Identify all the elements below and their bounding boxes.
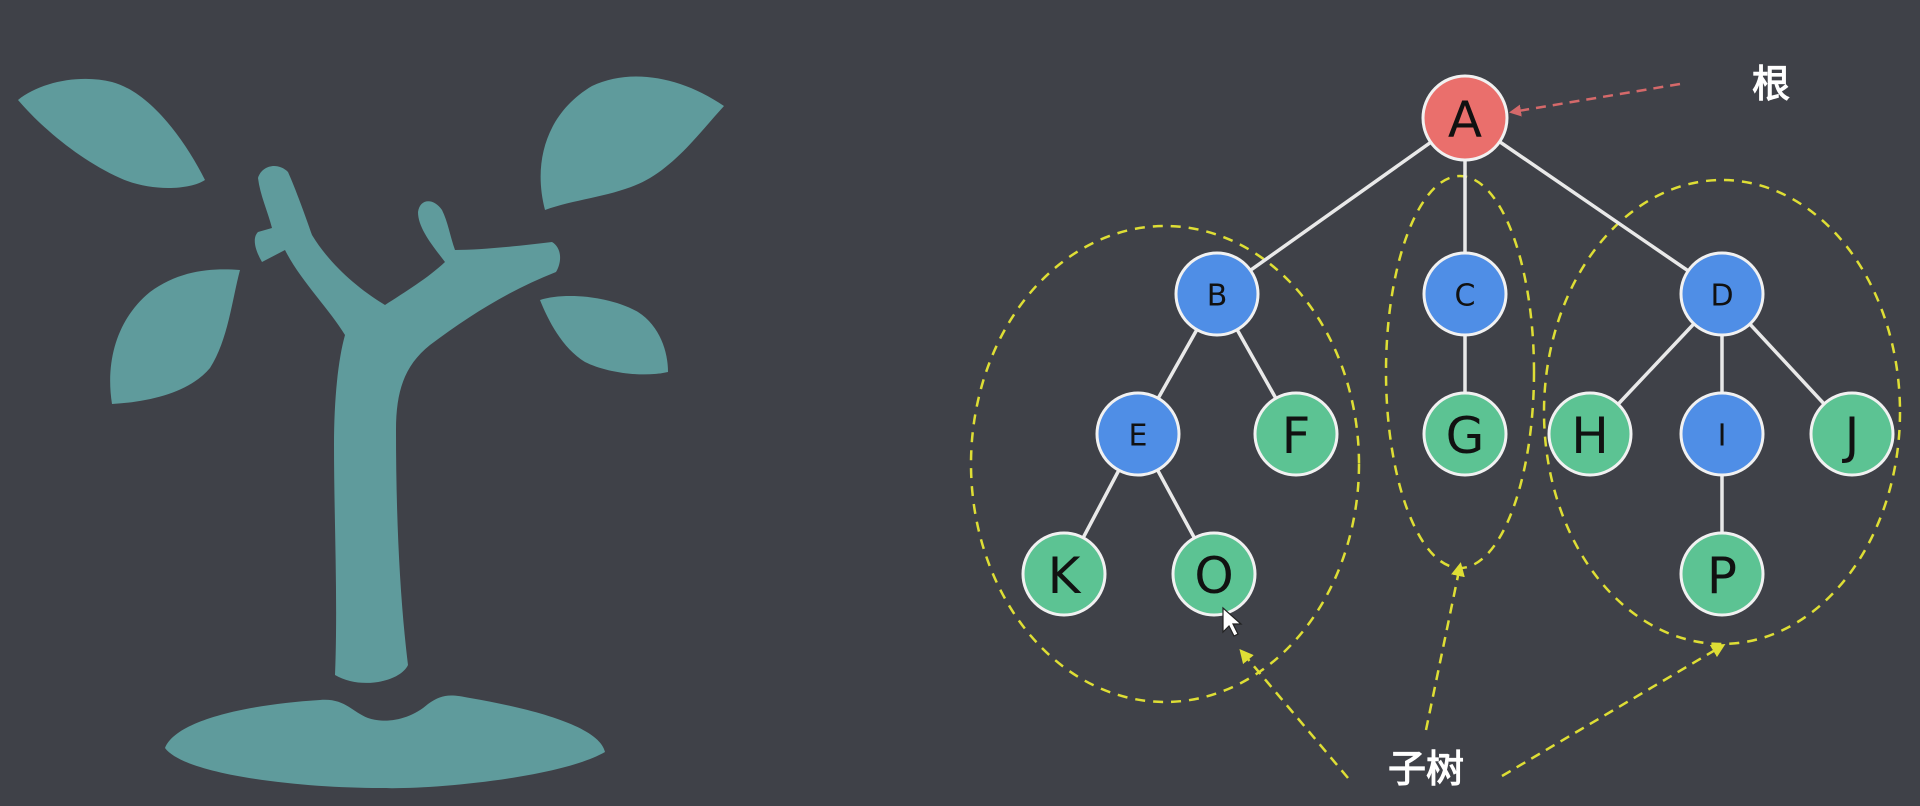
tree-node-e: E: [1095, 391, 1181, 477]
node-label-g: G: [1446, 407, 1485, 465]
subtree-pointer-right: [1501, 643, 1726, 778]
tree-nodes: A B C D E F G H I J K O P: [1021, 74, 1895, 617]
node-label-d: D: [1710, 279, 1733, 314]
root-pointer-arrow: [1509, 82, 1681, 117]
subtree-outline-b: [969, 224, 1361, 704]
node-label-o: O: [1194, 547, 1233, 605]
node-label-p: P: [1707, 547, 1737, 605]
node-label-k: K: [1048, 547, 1082, 605]
node-circle-j: [1809, 391, 1895, 477]
node-circle-o: [1171, 531, 1257, 617]
leaf-top-right: [540, 76, 724, 211]
subtree-annotation: 子树: [1388, 747, 1464, 791]
edge-a-d: [1464, 116, 1723, 296]
tree-node-f: F: [1253, 391, 1339, 477]
plant-sprout-icon: [18, 76, 724, 789]
tree-node-b: B: [1174, 251, 1260, 337]
tree-node-k: K: [1021, 531, 1107, 617]
tree-node-c: C: [1422, 251, 1508, 337]
ground-mound: [165, 695, 605, 789]
node-circle-h: [1547, 391, 1633, 477]
leaf-mid-right: [540, 296, 668, 375]
node-label-j: J: [1842, 407, 1860, 465]
subtree-pointer-middle: [1424, 562, 1465, 731]
node-label-i: I: [1718, 419, 1727, 454]
tree-node-a: A: [1421, 74, 1509, 162]
plant-trunk: [254, 166, 561, 683]
tree-node-h: H: [1547, 391, 1633, 477]
node-label-h: H: [1571, 407, 1609, 465]
tree-node-i: I: [1679, 391, 1765, 477]
node-circle-k: [1021, 531, 1107, 617]
node-label-a: A: [1448, 91, 1482, 149]
tree-node-p: P: [1679, 531, 1765, 617]
subtree-pointer-left: [1239, 648, 1349, 779]
node-label-c: C: [1455, 279, 1476, 314]
node-circle-e: [1095, 391, 1181, 477]
tree-node-j: J: [1809, 391, 1895, 477]
node-circle-c: [1422, 251, 1508, 337]
tree-node-o: O: [1171, 531, 1257, 617]
node-circle-p: [1679, 531, 1765, 617]
tree-edges: [1062, 116, 1854, 575]
node-circle-a: [1421, 74, 1509, 162]
node-circle-d: [1679, 251, 1765, 337]
node-circle-b: [1174, 251, 1260, 337]
subtree-outline-d: [1542, 178, 1902, 646]
node-label-f: F: [1282, 407, 1311, 465]
node-label-b: B: [1207, 279, 1228, 314]
annotations: 根 子树: [1239, 62, 1790, 791]
edge-a-b: [1215, 116, 1467, 296]
node-circle-g: [1422, 391, 1508, 477]
node-circle-f: [1253, 391, 1339, 477]
node-label-e: E: [1129, 419, 1148, 454]
leaf-mid-left: [110, 269, 240, 404]
subtree-outline-c: [1384, 174, 1536, 570]
tree-node-d: D: [1679, 251, 1765, 337]
root-annotation: 根: [1752, 62, 1790, 106]
mouse-cursor-icon: [1222, 606, 1243, 637]
node-circle-i: [1679, 391, 1765, 477]
tree-node-g: G: [1422, 391, 1508, 477]
leaf-top-left: [18, 78, 205, 188]
